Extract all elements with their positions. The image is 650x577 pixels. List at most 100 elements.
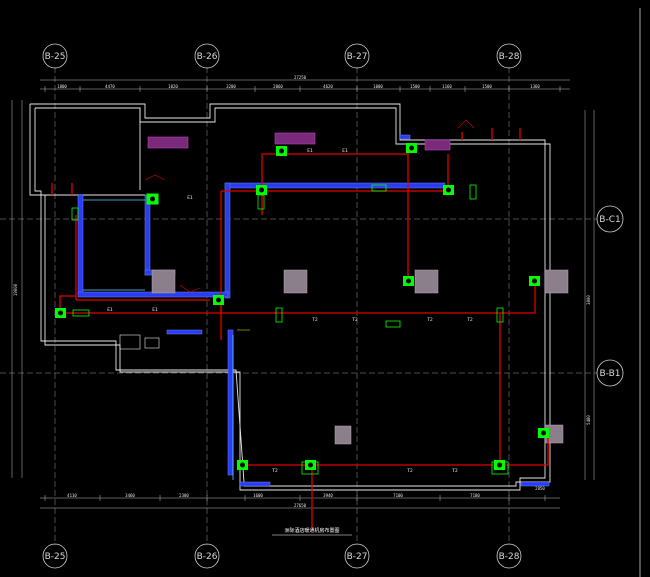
equipment-units [55,143,549,470]
dim-bottom-overall: 27650 [294,503,307,508]
grid-label-b27-bottom: B-27 [347,552,368,562]
fan-coil-unit [529,276,540,286]
fan-coil-unit [403,276,414,286]
grid-label-bb1: B-B1 [599,369,620,379]
grid-bubble-b28-bottom: B-28 [496,543,522,569]
dim-right-0: 3800 [586,295,591,305]
column [414,269,439,294]
grid-label-b26-top: B-26 [197,52,218,62]
pipe-label: T2 [272,468,278,474]
dim-top-values: 1800 4470 1020 3200 2060 4620 1000 1500 … [57,84,540,89]
pipe-network [51,128,549,530]
pipe-label: T2 [452,468,458,474]
drawing-title-note: 洲际酒店暖通机房布置图 [284,527,339,534]
dim-bottom-5: 7100 [393,493,403,498]
dim-top-7: 1500 [410,84,420,89]
dim-right-1: 5480 [586,415,591,425]
dimension-ticks [44,86,561,501]
column [283,269,308,294]
grid-bubble-bc1-right: B-C1 [596,205,624,233]
pipe-label: E1 [187,195,193,201]
fan-coil-unit [237,460,248,470]
fan-coil-unit [406,143,417,153]
dim-top-2: 1020 [168,84,178,89]
dim-bottom-6: 7180 [470,493,480,498]
valve [275,307,283,323]
fan-coil-unit [538,428,549,438]
valves [71,184,509,475]
fan-coil-unit [305,460,316,470]
dim-top-0: 1800 [57,84,67,89]
grid-bubble-b26-bottom: B-26 [194,543,220,569]
valve [257,194,265,210]
column [151,269,176,294]
fan-coil-unit [213,295,224,305]
dim-top-3: 3200 [226,84,236,89]
valve [491,461,509,475]
grid-label-b27-top: B-27 [347,52,368,62]
pipe-label: T2 [427,317,433,323]
equipment-tag [424,139,451,151]
dim-bottom-1: 3460 [125,493,135,498]
grid-label-b28-top: B-28 [499,52,520,62]
pipe-label: T2 [352,317,358,323]
column [544,269,569,294]
dim-top-10: 1360 [530,84,540,89]
dim-top-5: 4620 [323,84,333,89]
columns [151,269,569,445]
valve [72,309,90,317]
pipe-label: E1 [152,307,158,313]
dim-bottom-values: 4110 3460 2380 1600 3940 7100 7180 2850 [67,486,545,498]
dim-top-9: 1500 [482,84,492,89]
cyan-walls [83,199,234,480]
dim-bottom-3: 1600 [253,493,263,498]
valve [385,320,401,328]
fan-coil-unit [494,460,505,470]
grid-bubble-b28-top: B-28 [496,43,522,69]
valve [301,461,319,475]
dim-top-6: 1000 [373,84,383,89]
fan-coil-unit [146,193,159,205]
grid-bubble-b27-bottom: B-27 [344,543,370,569]
equipment-tag [274,132,316,145]
grid-label-bc1: B-C1 [599,215,620,225]
equipment-tag [147,136,189,149]
pipe-label: E1 [107,307,113,313]
dim-bottom-2: 2380 [179,493,189,498]
pipe-label: E1 [307,148,313,154]
dim-bottom-0: 4110 [67,493,77,498]
valve [496,307,504,323]
valve [371,184,387,192]
valve [71,207,79,221]
grid-bubble-b25-top: B-25 [42,43,68,69]
grid-label-b25-bottom: B-25 [45,552,66,562]
grid-label-b25-top: B-25 [45,52,66,62]
grid-bubble-b25-bottom: B-25 [42,543,68,569]
blue-walls [77,134,550,487]
pipe-label: E1 [342,148,348,154]
valve [469,184,477,200]
column [334,425,352,445]
fixture-symbols [119,119,475,350]
magenta-tags [147,132,451,151]
dim-top-overall: 27250 [294,75,307,80]
pipe-labels: E1 E1 E1 E1 E1 T2 T2 T2 T2 T2 T2 T2 [107,148,473,474]
grid-label-b28-bottom: B-28 [499,552,520,562]
dim-top-1: 4470 [105,84,115,89]
pipe-label: T2 [467,317,473,323]
dim-bottom-7: 2850 [535,486,545,491]
grid-label-b26-bottom: B-26 [197,552,218,562]
dim-top-4: 2060 [273,84,283,89]
fan-coil-unit [55,308,66,318]
dim-left-overall: 19000 [13,283,18,296]
grid-bubble-bb1-right: B-B1 [596,359,624,387]
pipe-label: T2 [312,317,318,323]
grid-bubble-b26-top: B-26 [194,43,220,69]
fan-coil-unit [443,185,454,195]
grid-bubble-b27-top: B-27 [344,43,370,69]
building-outline [29,103,551,491]
fan-coil-unit [256,185,267,195]
grid-lines-horizontal [0,218,597,374]
dim-top-8: 1160 [442,84,452,89]
